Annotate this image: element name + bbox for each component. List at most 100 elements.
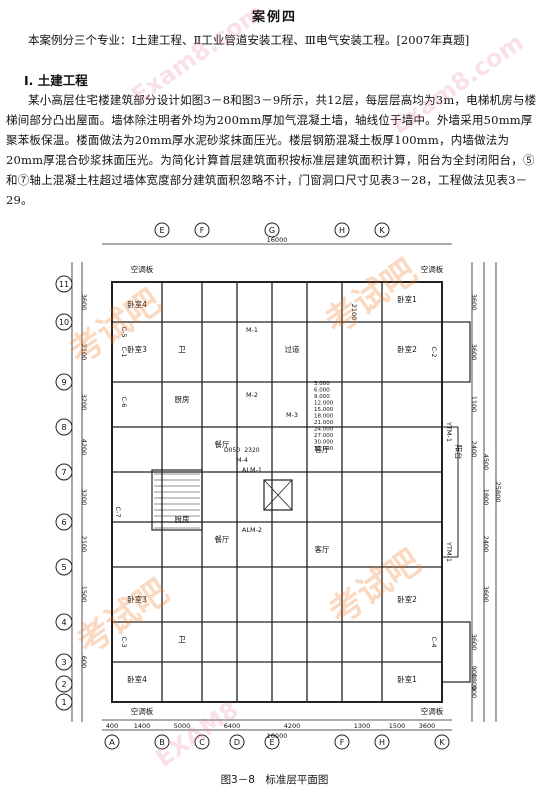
door-window-label: M-4 xyxy=(236,456,248,464)
door-window-label: C-6 xyxy=(120,396,128,407)
elevation-note: 2320 xyxy=(244,447,259,454)
room-label: 卧室3 xyxy=(127,594,147,604)
elevation-note: 24.000 xyxy=(314,427,334,433)
axis-label: D xyxy=(234,738,240,747)
dimension-text: 3600 xyxy=(80,294,88,311)
dimension-text: 1400 xyxy=(134,722,151,730)
dimension-text: 16000 xyxy=(267,732,288,740)
dimension-text: 16000 xyxy=(267,236,288,244)
elevator-shaft xyxy=(263,479,293,511)
room-label: 空调板 xyxy=(421,264,444,274)
axis-label: A xyxy=(109,738,115,747)
dimension-text: 1800 xyxy=(470,674,478,691)
axis-label: 10 xyxy=(59,318,69,327)
body-paragraph: 某小高层住宅楼建筑部分设计如图3－8和图3－9所示，共12层，每层层高均为3m，… xyxy=(6,93,537,207)
axis-label: F xyxy=(340,738,345,747)
axis-bubble xyxy=(55,275,73,293)
door-window-label: M-2 xyxy=(246,391,258,399)
axis-bubble xyxy=(374,734,390,750)
axis-label: 11 xyxy=(59,280,69,289)
axis-label: G xyxy=(269,226,275,235)
axis-label: F xyxy=(200,226,205,235)
elevation-note: 12.000 xyxy=(314,401,334,407)
dimension-text: 1500 xyxy=(80,586,88,603)
room-label: 卧室4 xyxy=(127,674,147,684)
balcony xyxy=(441,621,471,683)
room-label: 卫 xyxy=(178,635,186,644)
door-window-label: YTM-1 xyxy=(445,541,453,562)
dimension-text: 3600 xyxy=(470,294,478,311)
axis-bubble xyxy=(434,734,450,750)
room-label: 空调板 xyxy=(131,264,154,274)
room-label: 过道 xyxy=(285,344,300,354)
figure-caption: 图3－8 标准层平面图 xyxy=(220,774,329,786)
door-window-label: C-1 xyxy=(120,346,128,357)
door-window-label: C-4 xyxy=(430,636,438,647)
door-window-label: ALM-2 xyxy=(242,526,262,534)
axis-bubble xyxy=(154,222,170,238)
axis-bubble xyxy=(55,558,73,576)
axis-bubble xyxy=(55,418,73,436)
room-label: 阳台 xyxy=(454,445,464,460)
axis-bubble xyxy=(334,222,350,238)
dimension-text: 600 xyxy=(80,656,88,668)
dimension-text: 3200 xyxy=(80,489,88,506)
door-window-label: YTM-1 xyxy=(445,421,453,442)
axis-label: C xyxy=(199,738,205,747)
room-label: 空调板 xyxy=(421,706,444,716)
axis-label: K xyxy=(379,226,385,235)
dimension-text: 4200 xyxy=(284,722,301,730)
axis-label: 8 xyxy=(61,423,66,432)
dimension-text: 25800 xyxy=(494,482,502,503)
room-label: 客厅 xyxy=(315,544,330,554)
dimension-text: 3600 xyxy=(482,586,490,603)
elevation-note: D050 xyxy=(224,447,240,454)
elevation-note: 6.000 xyxy=(314,388,330,394)
axis-label: K xyxy=(439,738,445,747)
room-label: 厨房 xyxy=(175,394,190,404)
elevation-note: 3.000 xyxy=(314,381,330,387)
balcony xyxy=(441,321,471,383)
dimension-text: 2100 xyxy=(350,304,358,321)
dimension-text: 3600 xyxy=(470,634,478,651)
axis-label: 5 xyxy=(61,563,66,572)
plan-walls xyxy=(55,222,497,750)
door-window-label: ALM-1 xyxy=(242,466,262,474)
room-label: 卧室3 xyxy=(127,344,147,354)
dimension-text: 4200 xyxy=(80,439,88,456)
dimension-text: 1300 xyxy=(354,722,371,730)
axis-bubble xyxy=(154,734,170,750)
room-label: 卫 xyxy=(178,345,186,354)
elevation-note: 33.000 xyxy=(314,446,334,452)
axis-label: E xyxy=(159,226,164,235)
axis-label: 3 xyxy=(61,658,66,667)
dimension-text: 2100 xyxy=(80,344,88,361)
elevation-note: 9.000 xyxy=(314,394,330,400)
room-label: 厨房 xyxy=(175,514,190,524)
axis-label: 1 xyxy=(61,698,66,707)
room-label: 空调板 xyxy=(131,706,154,716)
dimension-text: 3600 xyxy=(470,344,478,361)
axis-bubble xyxy=(55,313,73,331)
axis-label: 6 xyxy=(61,518,66,527)
elevation-note: 21.000 xyxy=(314,420,334,426)
dimension-text: 1800 xyxy=(482,489,490,506)
axis-bubble xyxy=(264,222,280,238)
dimension-text: 2100 xyxy=(80,536,88,553)
axis-bubble xyxy=(334,734,350,750)
axis-bubble xyxy=(55,675,73,693)
axis-label: H xyxy=(339,226,345,235)
axis-label: 2 xyxy=(61,680,66,689)
room-label: 卧室4 xyxy=(127,299,147,309)
dimension-text: 6400 xyxy=(224,722,241,730)
intro-paragraph: 本案例分三个专业：Ⅰ土建工程、Ⅱ工业管道安装工程、Ⅲ电气安装工程。[2007年真… xyxy=(28,33,470,47)
dimension-text: 3200 xyxy=(80,394,88,411)
stair-core xyxy=(151,469,203,531)
dimension-text: 400 xyxy=(106,722,118,730)
elevation-note: 15.000 xyxy=(314,407,334,413)
dimension-text: 5000 xyxy=(174,722,191,730)
axis-label: 7 xyxy=(61,468,66,477)
axis-bubble xyxy=(55,513,73,531)
axis-bubble xyxy=(55,373,73,391)
